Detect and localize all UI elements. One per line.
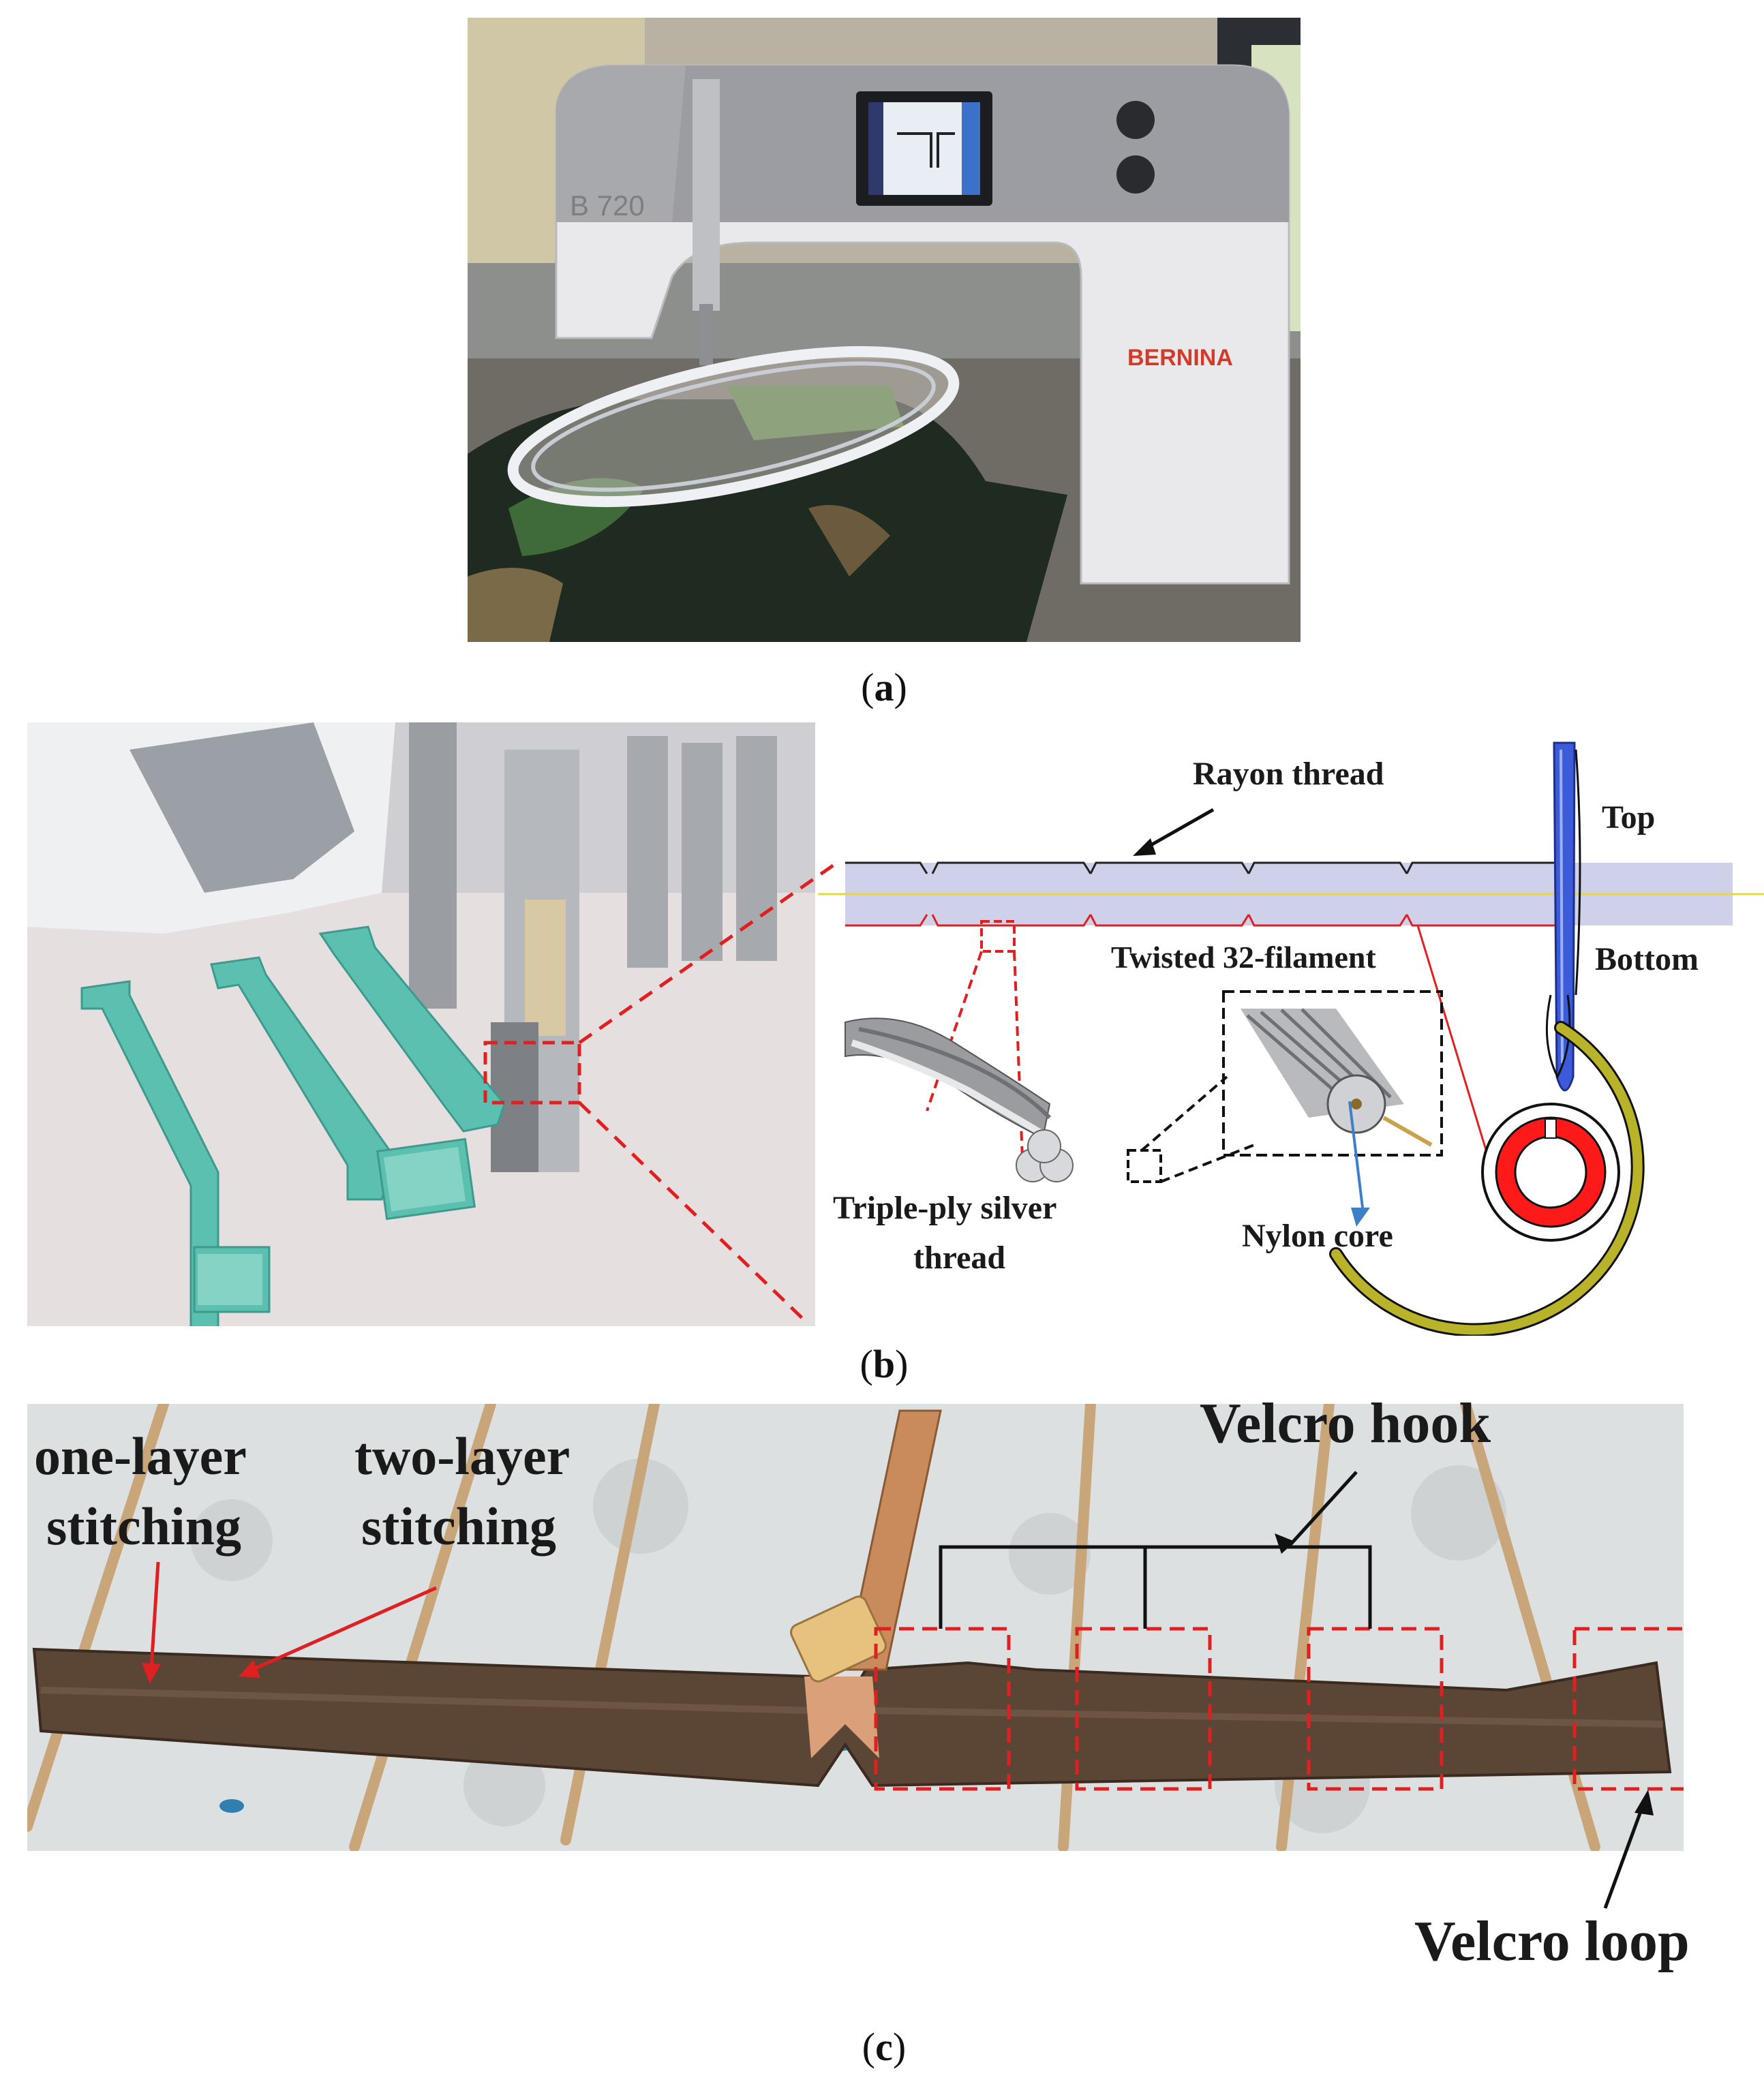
zoom-region-box — [483, 1041, 581, 1105]
top-thread-stitches — [845, 861, 1566, 874]
panel-c-photo — [27, 1404, 1684, 1851]
filament-bundle-icon — [1241, 1008, 1433, 1147]
caption-b-letter: b — [872, 1342, 896, 1386]
machine-model-text: B 720 — [570, 189, 645, 221]
label-triple-ply-line1: Triple-ply silver — [833, 1190, 1057, 1226]
label-nylon-core: Nylon core — [1242, 1218, 1393, 1254]
panel-a-photo: B 720 BERNINA — [468, 18, 1301, 642]
stitch-diagram — [818, 741, 1764, 1336]
panel-b-photo — [27, 722, 815, 1326]
nylon-core-arrow — [1348, 1101, 1365, 1214]
label-two-layer-line2: stitching — [361, 1497, 557, 1556]
label-two-layer-line1: two-layer — [354, 1426, 571, 1486]
label-twisted-filament: Twisted 32-filament — [1111, 940, 1376, 975]
rotary-hook-icon — [1331, 1023, 1643, 1335]
bottom-thread-stitches — [845, 914, 1566, 927]
caption-c-letter: c — [875, 2025, 893, 2069]
brand-logo-text: BERNINA — [1127, 345, 1233, 371]
caption-a: (a) — [861, 665, 907, 709]
embroidery-machine-illustration — [27, 722, 815, 1326]
caption-c: (c) — [862, 2025, 907, 2069]
caption-b: (b) — [860, 1342, 909, 1386]
caption-a-letter: a — [874, 665, 894, 709]
label-velcro-hook: Velcro hook — [1200, 1392, 1491, 1455]
label-rayon-thread: Rayon thread — [1193, 756, 1384, 792]
velcro-region-boxes — [874, 1627, 1684, 1791]
label-one-layer-line2: stitching — [46, 1497, 242, 1556]
label-bottom: Bottom — [1595, 941, 1699, 977]
rayon-arrow — [1142, 808, 1215, 851]
label-velcro-loop: Velcro loop — [1414, 1910, 1690, 1973]
label-top: Top — [1602, 799, 1656, 836]
triple-ply-thread-icon — [845, 1017, 1074, 1182]
sewing-machine-illustration: B 720 BERNINA — [468, 18, 1301, 642]
label-triple-ply-line2: thread — [913, 1240, 1006, 1276]
velcro-strap-illustration — [27, 1404, 1684, 1851]
label-one-layer-line1: one-layer — [34, 1426, 247, 1486]
